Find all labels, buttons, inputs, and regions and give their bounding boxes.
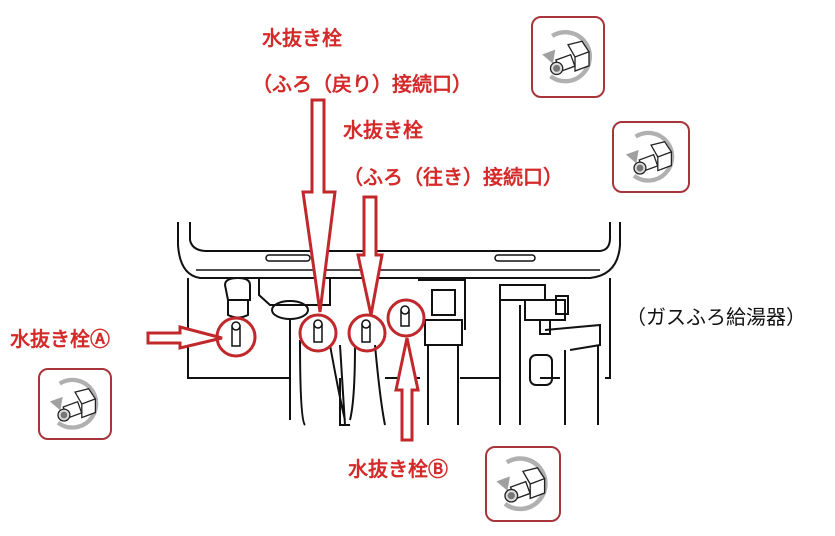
drain-return-highlight bbox=[298, 313, 338, 353]
drain-a-label: 水抜き栓Ⓐ bbox=[10, 327, 110, 351]
drain-b-highlight bbox=[386, 298, 426, 338]
drain-supply-highlight bbox=[347, 313, 387, 353]
device-label: （ガスふろ給湯器） bbox=[626, 305, 806, 329]
drain-return-title: 水抜き栓 bbox=[262, 26, 342, 50]
arrow-down-supply bbox=[356, 195, 384, 316]
arrow-down-return bbox=[301, 98, 337, 313]
rotate-counterclockwise-icon bbox=[485, 446, 561, 522]
rotate-counterclockwise-icon bbox=[38, 368, 112, 440]
drain-return-subtitle: （ふろ（戻り）接続口） bbox=[252, 72, 472, 96]
drain-supply-title: 水抜き栓 bbox=[343, 118, 423, 142]
rotate-counterclockwise-icon bbox=[531, 16, 605, 98]
arrow-up-b bbox=[394, 337, 420, 442]
rotate-counterclockwise-icon bbox=[612, 121, 690, 193]
drain-b-label: 水抜き栓Ⓑ bbox=[348, 457, 448, 481]
arrow-right-a bbox=[146, 325, 223, 350]
drain-supply-subtitle: （ふろ（往き）接続口） bbox=[343, 165, 563, 189]
